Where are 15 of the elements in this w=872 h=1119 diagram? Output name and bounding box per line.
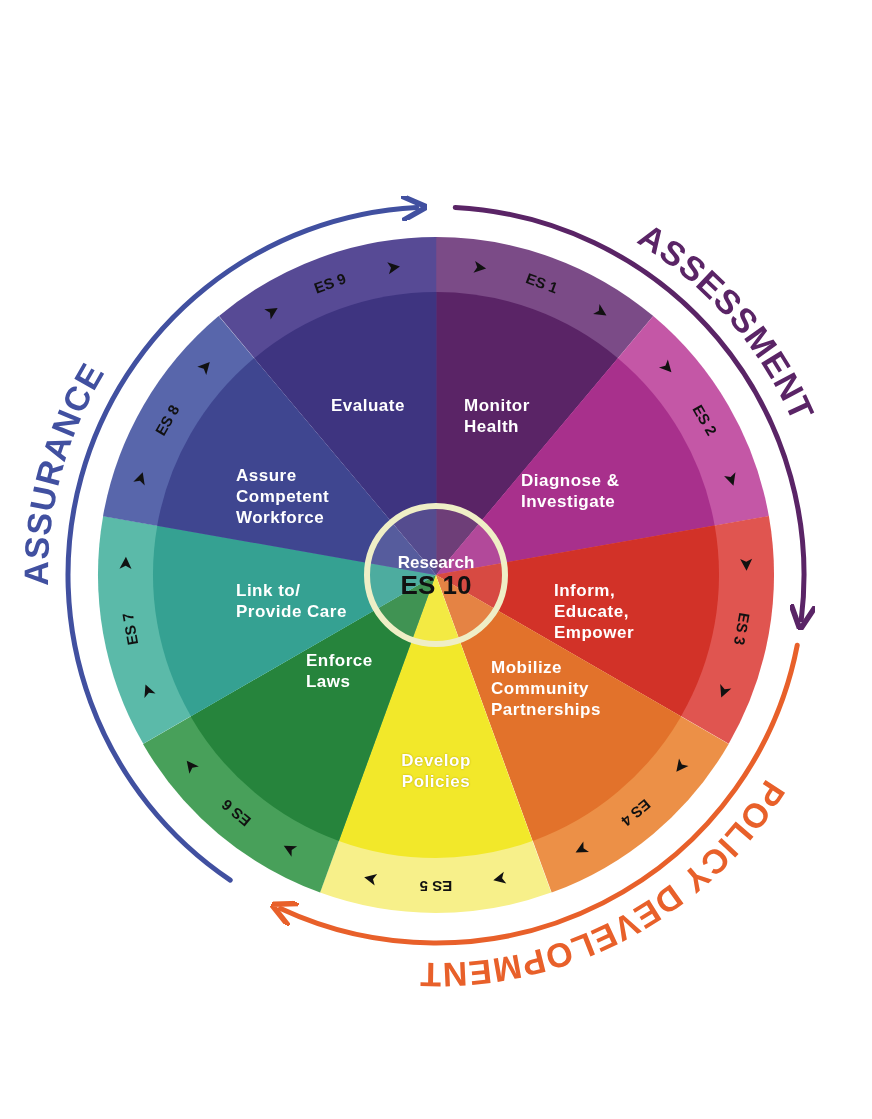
service-label: Inform, Educate, Empower: [554, 580, 636, 643]
service-label: Diagnose & Investigate: [521, 470, 621, 512]
service-label: Evaluate: [331, 395, 406, 416]
service-number: ES 3: [730, 611, 753, 647]
service-label: Monitor Health: [464, 395, 531, 437]
service-number: ES 6: [218, 795, 255, 830]
service-label: Mobilize Community Partnerships: [491, 657, 602, 720]
service-label: Link to/ Provide Care: [236, 580, 348, 622]
service-number: ES 8: [151, 401, 183, 439]
service-number: ES 1: [524, 269, 561, 297]
service-number: ES 7: [119, 611, 142, 647]
service-label: Assure Competent Workforce: [236, 465, 331, 528]
service-number: ES 9: [311, 269, 348, 297]
center-label: Research: [397, 552, 475, 572]
service-label: Enforce Laws: [306, 650, 374, 692]
